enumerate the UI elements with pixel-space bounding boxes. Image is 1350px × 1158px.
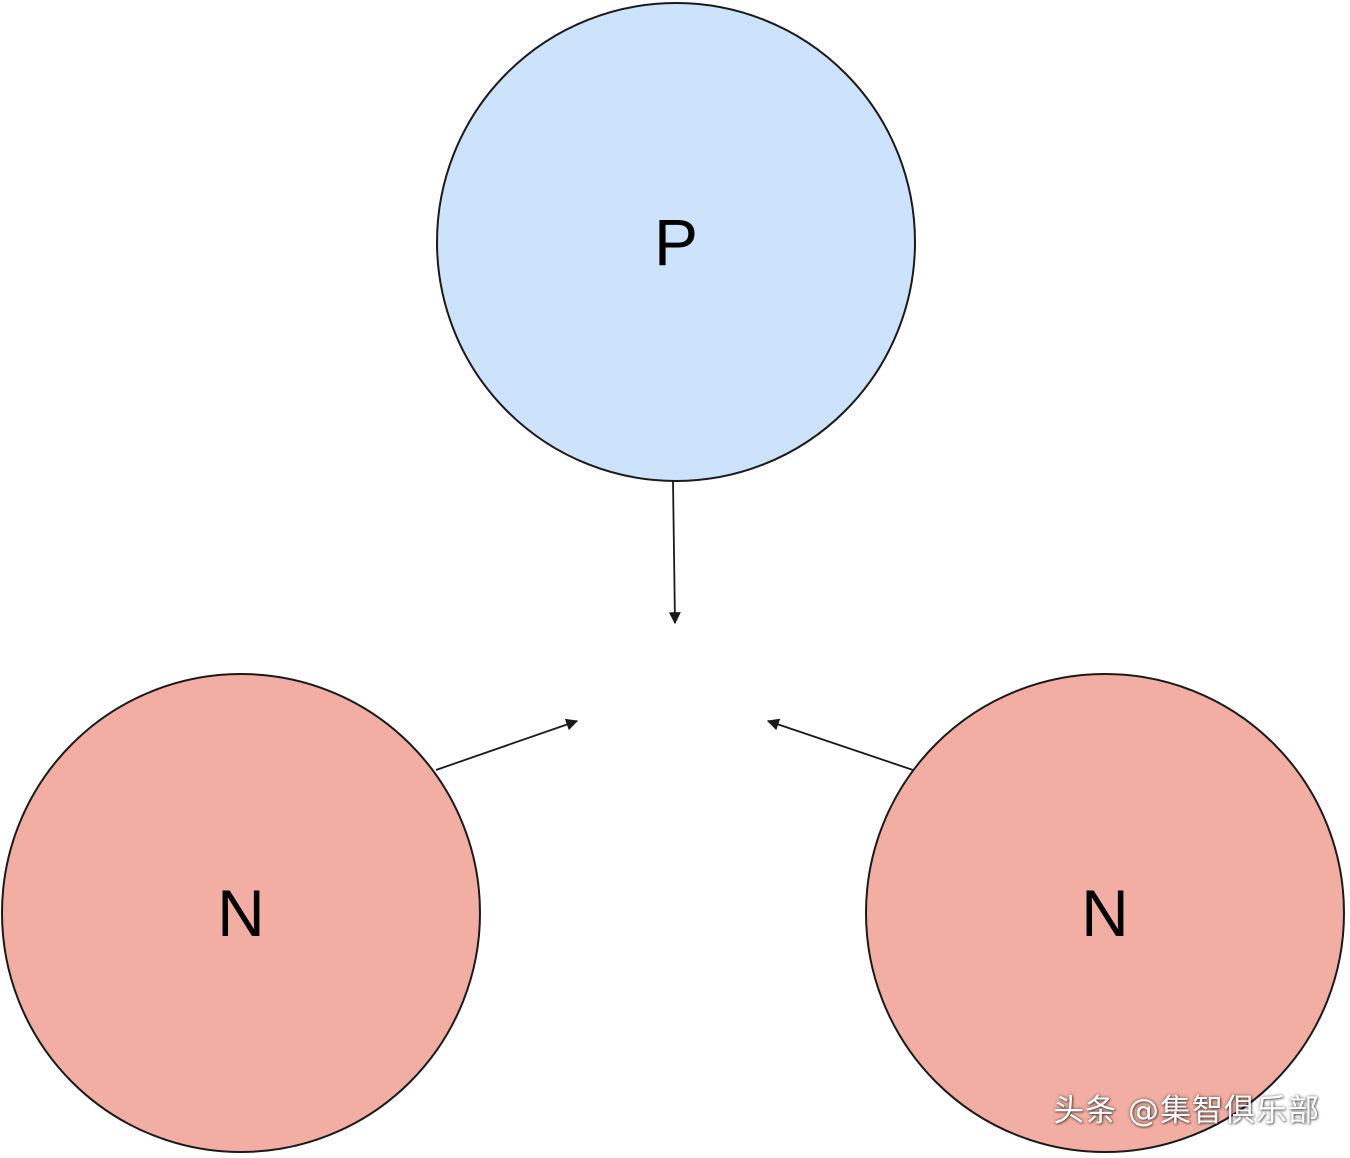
proton-label: P [654, 205, 698, 279]
neutron-node-right: N [865, 673, 1345, 1153]
neutron-circle-right [865, 673, 1345, 1153]
neutron-label-right: N [1081, 876, 1129, 950]
proton-node: P [436, 2, 916, 482]
arrow-from-neutron-right [766, 718, 914, 771]
neutron-label-left: N [217, 876, 265, 950]
neutron-circle-left [1, 673, 481, 1153]
arrow-from-proton [668, 480, 681, 625]
proton-circle [436, 2, 916, 482]
neutron-node-left: N [1, 673, 481, 1153]
watermark-text: 头条 @集智俱乐部 [1053, 1093, 1320, 1129]
arrow-from-neutron-left [435, 718, 579, 771]
